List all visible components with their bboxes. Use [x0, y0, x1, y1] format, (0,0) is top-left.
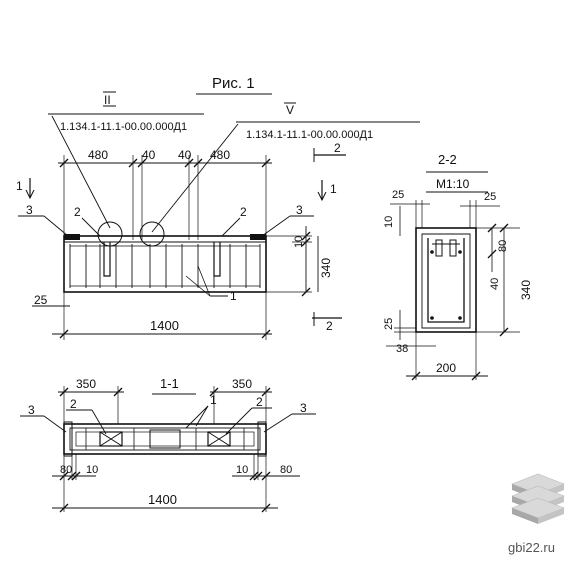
section-2-2: 2-2 М1:10 25 25 10 25 38	[383, 152, 533, 381]
dim-25-low-sec: 25	[383, 318, 395, 330]
callout-v: V 1.134.1-11.1-00.00.000Д1	[151, 102, 420, 233]
dim-25-elev: 25	[34, 293, 48, 307]
figure-title: Рис. 1	[212, 75, 255, 92]
watermark-text: gbi22.ru	[508, 540, 555, 555]
cut-mark-1-right: 1	[330, 182, 337, 196]
dim-38-sec: 38	[396, 343, 408, 355]
cut-mark-2-bottom: 2	[326, 319, 333, 333]
dim-25-right-sec: 25	[484, 191, 496, 203]
dim-1400-plan: 1400	[148, 492, 177, 507]
dim-80-right-plan: 80	[280, 464, 292, 476]
dim-10-right-plan: 10	[236, 464, 248, 476]
callout-ii: II 1.134.1-11.1-00.00.000Д1	[48, 91, 204, 229]
dim-40-left: 40	[142, 148, 156, 162]
dim-350-right: 350	[232, 377, 252, 391]
section-title: 2-2	[438, 152, 457, 167]
dim-40-right: 40	[178, 148, 192, 162]
callout-v-ref: 1.134.1-11.1-00.00.000Д1	[246, 129, 373, 141]
dim-10-elev: 10	[293, 236, 305, 248]
dim-25-left-sec: 25	[392, 189, 404, 201]
callout-ii-numeral: II	[104, 93, 111, 107]
dim-350-left: 350	[76, 377, 96, 391]
position-3-left: 3	[26, 203, 33, 217]
site-logo	[511, 473, 565, 524]
leader-line	[151, 123, 239, 233]
dim-80-sec: 80	[497, 240, 509, 252]
cut-mark-2-top: 2	[334, 141, 341, 155]
dim-340-sec: 340	[519, 280, 533, 300]
plan-title: 1-1	[160, 376, 179, 391]
elevation-view: 480 40 40 480 1 1 2 2	[16, 141, 346, 340]
callout-v-numeral: V	[286, 103, 294, 117]
dim-40-sec: 40	[489, 278, 501, 290]
dim-340-elev: 340	[319, 258, 333, 278]
plan-position-3-right: 3	[300, 401, 307, 415]
plan-position-1: 1	[210, 393, 217, 407]
dim-80-left-plan: 80	[60, 464, 72, 476]
position-2-left: 2	[74, 205, 81, 219]
section-scale: М1:10	[436, 177, 470, 191]
cut-mark-1-top: 1	[16, 179, 23, 193]
leader-line	[51, 115, 111, 229]
callout-ii-ref: 1.134.1-11.1-00.00.000Д1	[60, 121, 187, 133]
plan-position-3-left: 3	[28, 403, 35, 417]
position-3-right: 3	[296, 203, 303, 217]
plan-1-1: 1-1 350 350	[20, 376, 316, 513]
dim-480-right: 480	[210, 148, 230, 162]
dim-10-sec: 10	[383, 216, 395, 228]
dim-480-left: 480	[88, 148, 108, 162]
dim-10-left-plan: 10	[86, 464, 98, 476]
dim-1400-elev: 1400	[150, 318, 179, 333]
plan-position-2-right: 2	[256, 395, 263, 409]
dim-200-sec: 200	[436, 361, 456, 375]
plan-position-2-left: 2	[70, 397, 77, 411]
position-2-right: 2	[240, 205, 247, 219]
position-1: 1	[230, 289, 237, 303]
